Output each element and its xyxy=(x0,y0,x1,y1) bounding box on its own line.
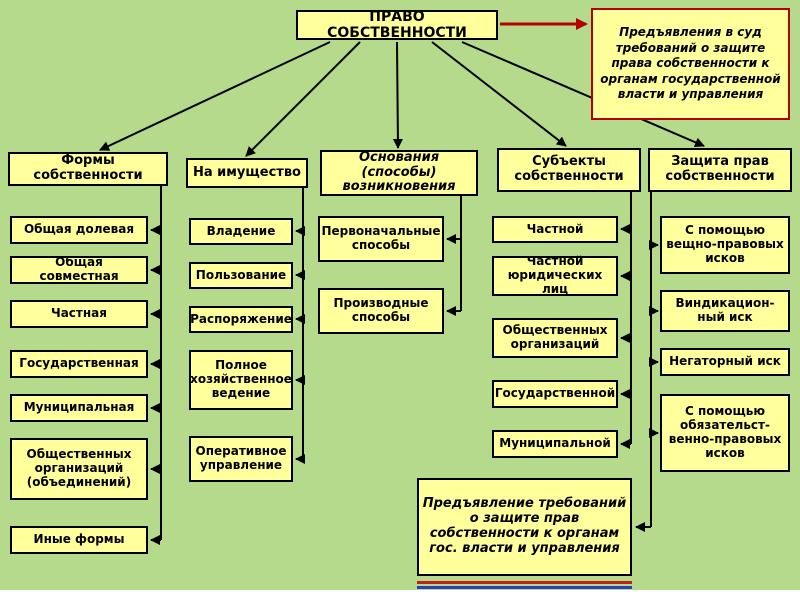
col4-item-4: Муниципальной xyxy=(492,430,618,458)
col4-item-1: Частной юридических лиц xyxy=(492,254,618,296)
col1-item-0: Общая долевая xyxy=(10,216,148,244)
decorative-red-line xyxy=(417,581,632,584)
col3-item-0: Первоначальные способы xyxy=(318,216,444,262)
column-header-subjects: Субъекты собственности xyxy=(497,148,641,192)
diagram-title: ПРАВО СОБСТВЕННОСТИ xyxy=(296,9,498,41)
col5-item-0: С помощью вещно-правовых исков xyxy=(660,216,790,274)
column-header-forms: Формы собственности xyxy=(8,152,168,186)
col1-item-3: Государственная xyxy=(10,350,148,378)
col5-item-1: Виндикацион-ный иск xyxy=(660,290,790,332)
decorative-blue-line xyxy=(417,586,632,589)
col4-item-0: Частной xyxy=(492,216,618,243)
col1-item-4: Муниципальная xyxy=(10,394,148,422)
col3-item-1: Производные способы xyxy=(318,288,444,334)
col1-item-2: Частная xyxy=(10,300,148,328)
col2-item-2: Распоряжение xyxy=(189,306,293,333)
bottom-note: Предъявление требований о защите прав со… xyxy=(417,478,632,576)
bottom-white-strip xyxy=(0,590,800,600)
col1-item-1: Общая совместная xyxy=(10,255,148,284)
col2-item-0: Владение xyxy=(189,218,293,245)
col5-item-2: Негаторный иск xyxy=(660,348,790,376)
col2-item-4: Оперативное управление xyxy=(189,436,293,482)
col1-item-5: Общественных организаций (объединений) xyxy=(10,438,148,500)
col2-item-1: Пользование xyxy=(189,262,293,289)
col5-item-3: С помощью обязательст-венно-правовых иск… xyxy=(660,394,790,472)
column-header-grounds: Основания (способы) возникновения xyxy=(320,150,478,196)
col4-item-2: Общественных организаций xyxy=(492,318,618,358)
col2-item-3: Полное хозяйственное ведение xyxy=(189,350,293,410)
col1-item-6: Иные формы xyxy=(10,526,148,554)
top-right-note: Предъявления в суд требований о защите п… xyxy=(591,8,790,120)
column-header-property: На имущество xyxy=(186,158,308,188)
col4-item-3: Государственной xyxy=(492,380,618,408)
column-header-protection: Защита прав собственности xyxy=(648,148,792,192)
